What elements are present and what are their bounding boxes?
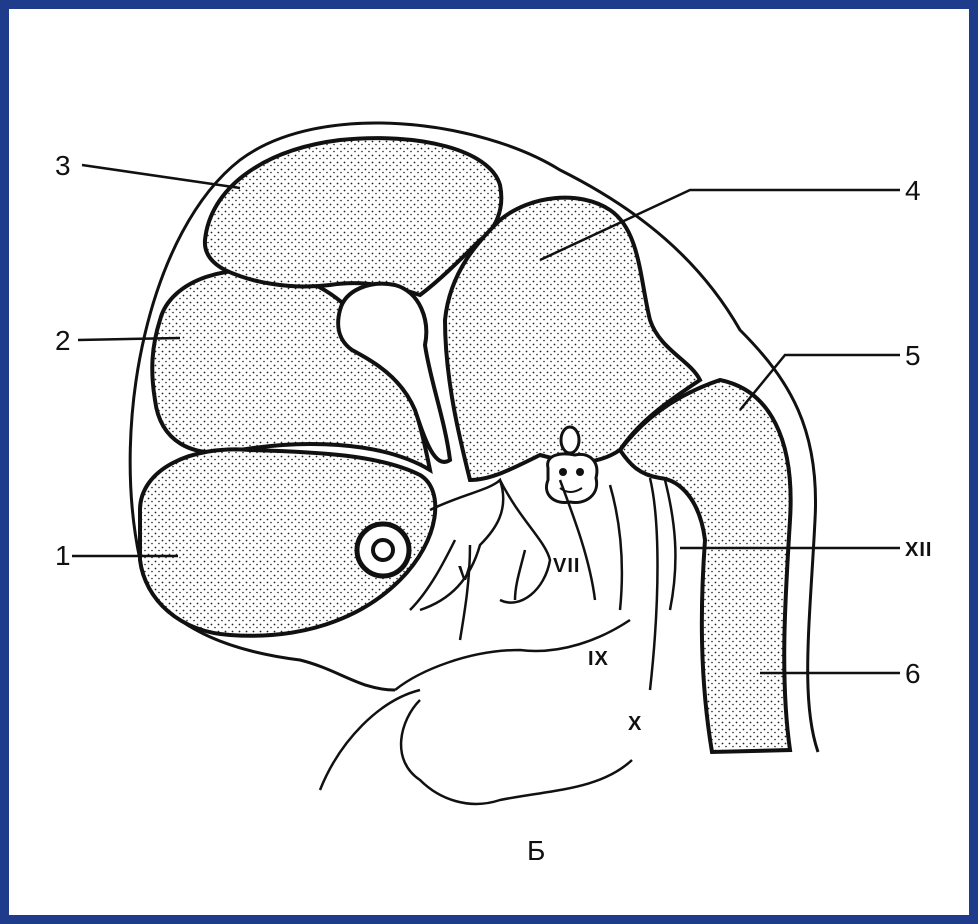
label-1: 1	[55, 540, 71, 571]
label-5: 5	[905, 340, 921, 371]
medulla-spinal-region	[620, 380, 791, 752]
figure-caption: Б	[527, 835, 545, 866]
eye-icon	[357, 524, 409, 576]
label-4: 4	[905, 175, 921, 206]
nerve-x-label: X	[628, 713, 642, 735]
label-6: 6	[905, 658, 921, 689]
label-xii: XII	[905, 539, 932, 561]
nerve-vii-label: VII	[553, 555, 580, 577]
nerve-ix-label: IX	[588, 648, 609, 670]
midbrain-region	[205, 138, 501, 295]
label-2: 2	[55, 325, 71, 356]
nerve-v-label: V	[458, 563, 472, 585]
label-3: 3	[55, 150, 71, 181]
